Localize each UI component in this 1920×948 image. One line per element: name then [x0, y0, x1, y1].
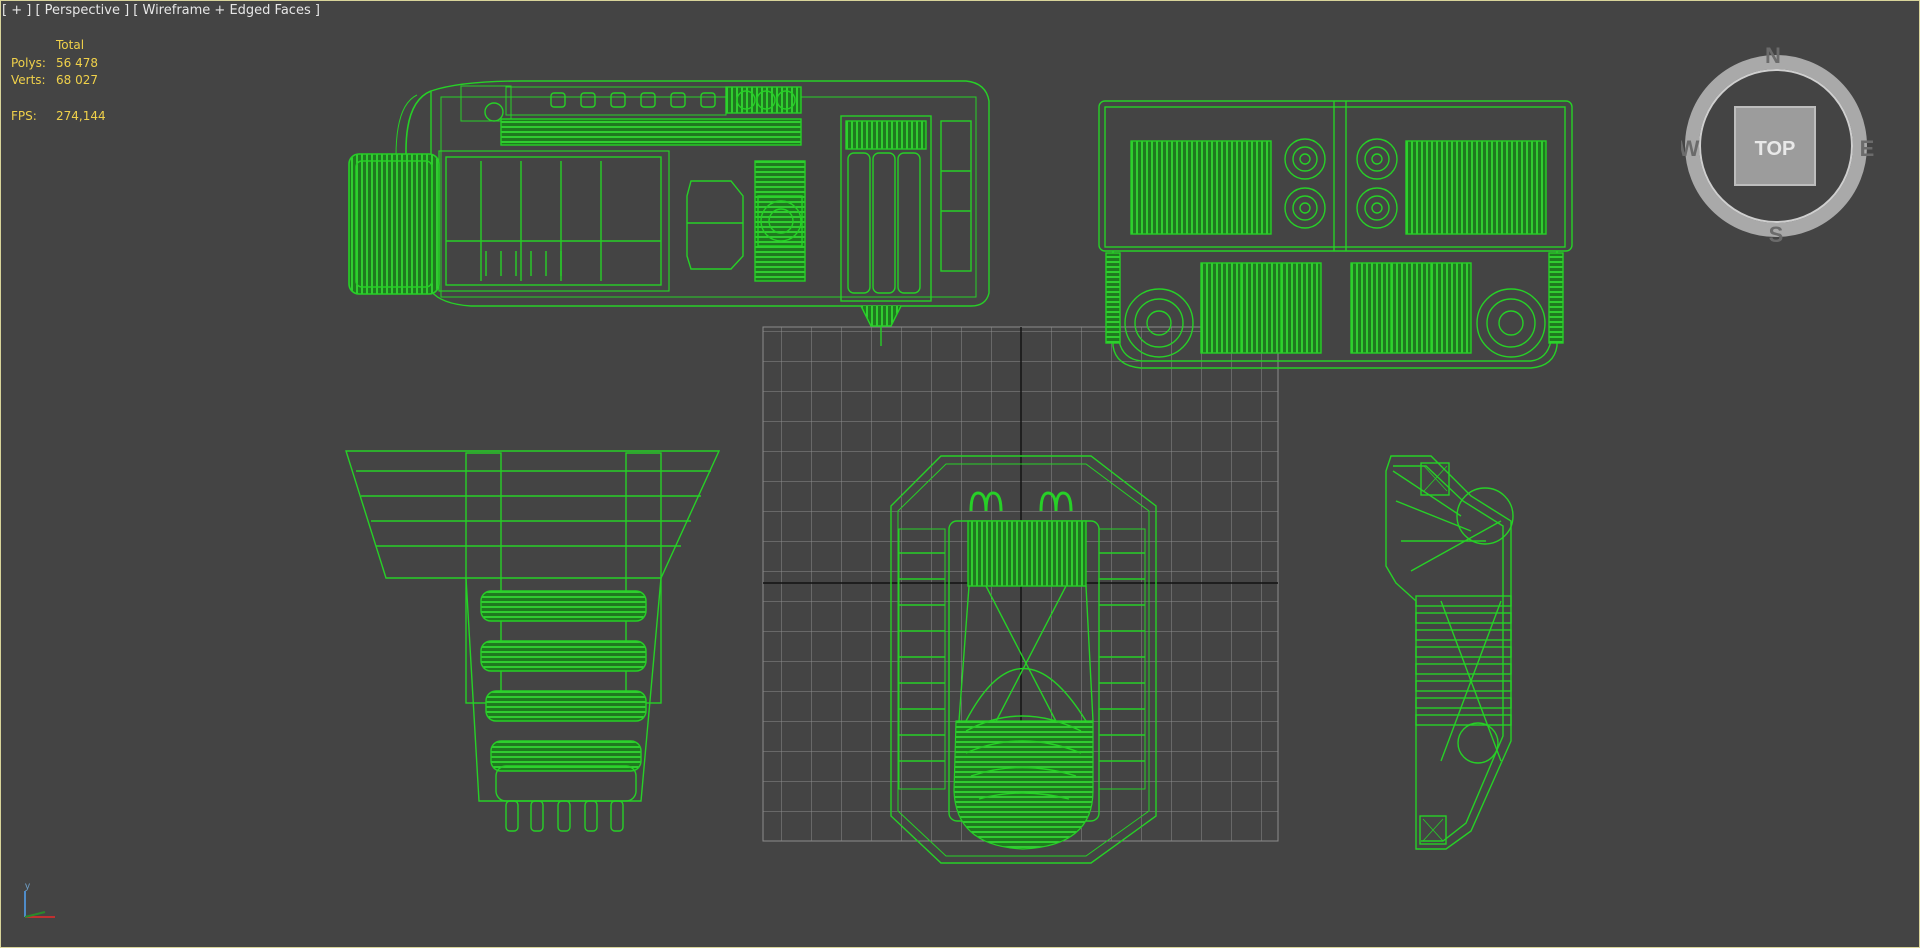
compass-west-label[interactable]: W	[1679, 136, 1700, 161]
wireframe-hull-rear-view[interactable]	[345, 450, 721, 832]
viewcube-icon[interactable]: TOP N S E W	[1679, 43, 1881, 247]
wireframe-hull-top-view[interactable]	[890, 455, 1157, 864]
viewcube-top-face[interactable]	[1734, 106, 1816, 186]
stats-header: Total	[56, 38, 85, 52]
viewport-plus-menu[interactable]: [ + ]	[2, 3, 32, 18]
compass-east-label[interactable]: E	[1860, 136, 1875, 161]
fps-value: 274,144	[56, 109, 106, 123]
wireframe-hull-side-view[interactable]	[348, 80, 990, 346]
axis-z-line	[24, 911, 46, 918]
verts-value: 68 027	[56, 73, 98, 87]
wireframe-hull-front-view[interactable]	[1098, 100, 1573, 369]
viewcube-face-label: TOP	[1755, 138, 1796, 160]
compass-south-label[interactable]: S	[1769, 222, 1784, 247]
polys-value: 56 478	[56, 56, 98, 70]
fps-label: FPS:	[11, 109, 37, 123]
viewport-view-menu[interactable]: [ Perspective ]	[35, 3, 130, 18]
verts-label: Verts:	[11, 73, 46, 87]
polys-label: Polys:	[11, 56, 46, 70]
viewport-label-menu: [ + ] [ Perspective ] [ Wireframe + Edge…	[2, 3, 320, 18]
viewcube-ring[interactable]	[1685, 55, 1867, 237]
viewport-shading-menu[interactable]: [ Wireframe + Edged Faces ]	[133, 3, 320, 18]
axis-y-label: y	[25, 881, 30, 892]
compass-north-label[interactable]: N	[1765, 43, 1781, 68]
axis-tripod-icon: y	[15, 877, 65, 927]
wireframe-hull-profile-view[interactable]	[1385, 455, 1514, 850]
